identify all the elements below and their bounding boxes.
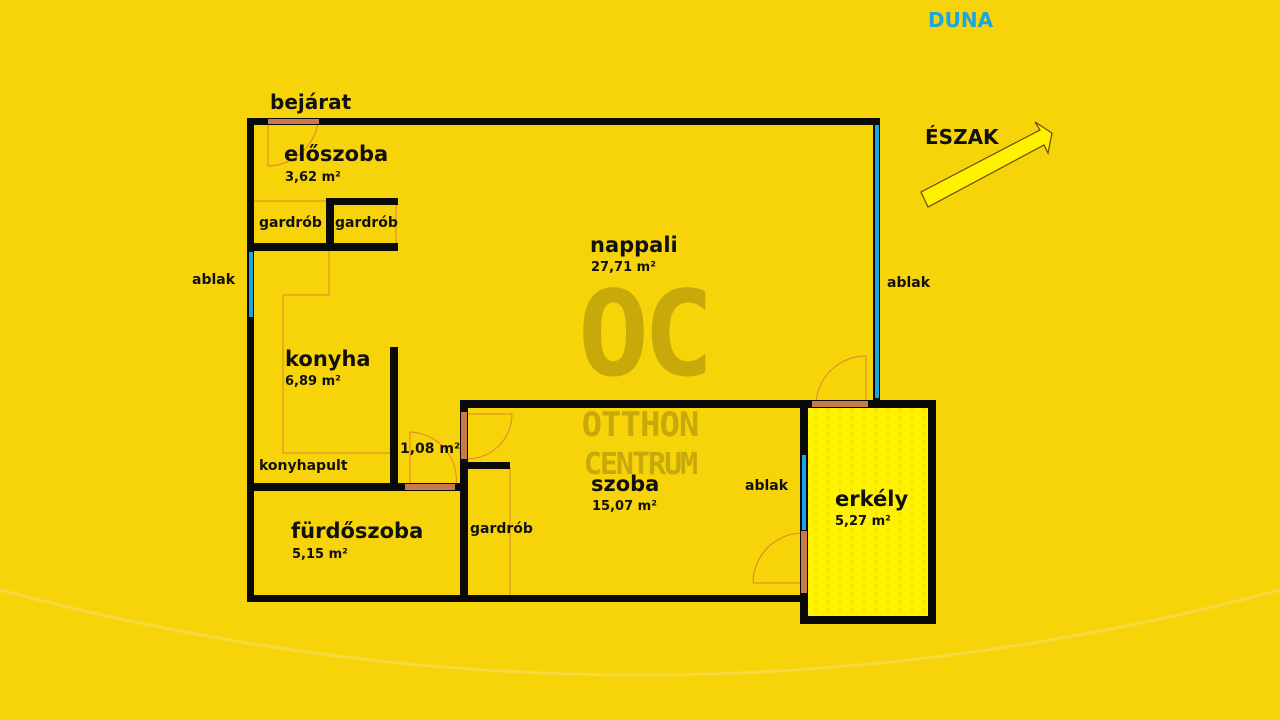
balcony-hatch <box>815 408 925 616</box>
room-szoba-name: szoba <box>591 472 660 496</box>
room-nappali-area: 27,71 m² <box>591 260 656 275</box>
balcony-door-nappali <box>812 401 868 407</box>
window-right <box>875 125 879 398</box>
kamra-door <box>405 484 455 490</box>
room-eloszoba-name: előszoba <box>284 142 389 166</box>
window-left-label: ablak <box>192 272 236 288</box>
balcony-door-szoba <box>801 531 807 593</box>
room-szoba-area: 15,07 m² <box>592 499 657 514</box>
north-arrow-icon <box>920 121 1053 208</box>
window-right-label: ablak <box>887 275 931 291</box>
room-kamra-area: 1,08 m² <box>400 441 461 457</box>
room-furdoszoba-area: 5,15 m² <box>292 547 348 562</box>
room-erkely-name: erkély <box>835 487 909 511</box>
decor-arc <box>0 588 1280 677</box>
window-left <box>249 252 253 317</box>
room-erkely-area: 5,27 m² <box>835 514 891 529</box>
room-konyha-name: konyha <box>285 347 371 371</box>
room-gardrob3-name: gardrób <box>470 521 533 537</box>
room-gardrob1-name: gardrób <box>259 215 322 231</box>
window-szoba-label: ablak <box>745 478 789 494</box>
watermark-line1: OTTHON <box>581 405 700 445</box>
room-gardrob2-name: gardrób <box>335 215 398 231</box>
room-furdoszoba-name: fürdőszoba <box>291 519 424 543</box>
konyhapult-label: konyhapult <box>259 458 348 474</box>
watermark-line2: CENTRUM <box>583 447 698 482</box>
window-szoba <box>802 455 806 530</box>
doors <box>268 119 868 593</box>
balcony-floor <box>806 404 932 620</box>
room-eloszoba-area: 3,62 m² <box>285 170 341 185</box>
room-konyha-area: 6,89 m² <box>285 374 341 389</box>
entrance-label: bejárat <box>270 90 352 114</box>
entrance-door <box>268 119 319 124</box>
windows <box>249 125 879 530</box>
watermark-logo: OC <box>578 265 714 403</box>
north-label: ÉSZAK <box>925 125 999 149</box>
szoba-door <box>461 412 467 459</box>
room-nappali-name: nappali <box>590 233 678 257</box>
furniture-outlines <box>251 122 867 596</box>
river-label: DUNA <box>928 8 994 32</box>
